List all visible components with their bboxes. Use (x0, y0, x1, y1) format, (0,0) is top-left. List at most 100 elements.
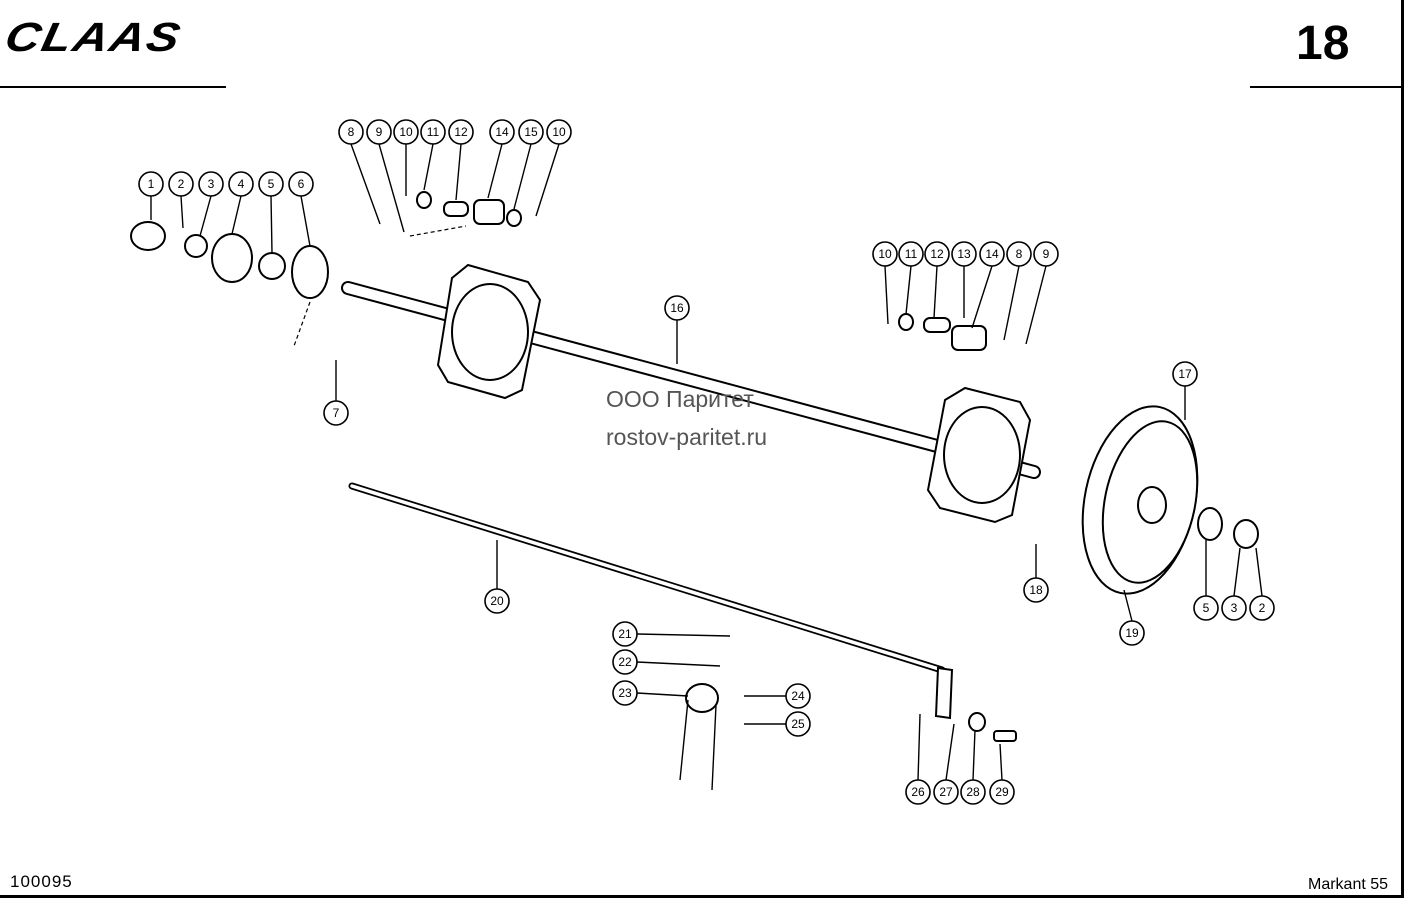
svg-text:7: 7 (333, 406, 340, 420)
callout: 29 (989, 779, 1015, 805)
callout: 23 (612, 680, 638, 706)
svg-text:14: 14 (985, 247, 999, 261)
flange-plate-left (436, 263, 542, 400)
svg-text:19: 19 (1125, 626, 1139, 640)
svg-text:27: 27 (939, 785, 953, 799)
header-rule-left (0, 86, 226, 88)
assembly-line (409, 225, 467, 237)
svg-text:8: 8 (348, 125, 355, 139)
callout: 2 (168, 171, 194, 197)
svg-text:2: 2 (1259, 601, 1266, 615)
callout: 18 (1023, 577, 1049, 603)
callout: 10 (393, 119, 419, 145)
svg-text:2: 2 (178, 177, 185, 191)
callout: 13 (951, 241, 977, 267)
svg-text:12: 12 (930, 247, 944, 261)
svg-text:12: 12 (454, 125, 468, 139)
callout: 3 (198, 171, 224, 197)
callout: 4 (228, 171, 254, 197)
svg-text:9: 9 (376, 125, 383, 139)
model-name: Markant 55 (1308, 876, 1389, 893)
callout: 5 (1193, 595, 1219, 621)
svg-text:26: 26 (911, 785, 925, 799)
flange-plate-right (926, 386, 1032, 524)
callout: 11 (420, 119, 446, 145)
svg-text:23: 23 (618, 686, 632, 700)
callout: 10 (546, 119, 572, 145)
svg-text:8: 8 (1016, 247, 1023, 261)
svg-text:28: 28 (966, 785, 980, 799)
svg-text:3: 3 (208, 177, 215, 191)
svg-text:13: 13 (957, 247, 971, 261)
svg-text:4: 4 (238, 177, 245, 191)
svg-text:22: 22 (618, 655, 632, 669)
svg-text:9: 9 (1043, 247, 1050, 261)
svg-text:5: 5 (1203, 601, 1210, 615)
svg-text:5: 5 (268, 177, 275, 191)
svg-text:10: 10 (878, 247, 892, 261)
svg-text:25: 25 (791, 717, 805, 731)
callout: 17 (1172, 361, 1198, 387)
bearing-parts-right (1197, 507, 1259, 549)
svg-text:6: 6 (298, 177, 305, 191)
callout: 3 (1221, 595, 1247, 621)
svg-text:11: 11 (427, 125, 440, 139)
callout: 15 (518, 119, 544, 145)
callout: 14 (489, 119, 515, 145)
callout: 9 (1033, 241, 1059, 267)
callout: 25 (785, 711, 811, 737)
svg-text:1: 1 (148, 177, 155, 191)
watermark-url: rostov-paritet.ru (606, 424, 768, 450)
watermark-company: ООО Паритет (606, 386, 754, 412)
callout: 8 (1006, 241, 1032, 267)
callout: 2 (1249, 595, 1275, 621)
svg-text:15: 15 (524, 125, 538, 139)
svg-text:18: 18 (1029, 583, 1043, 597)
bearing-parts-left (130, 221, 329, 299)
callout: 26 (905, 779, 931, 805)
callout: 14 (979, 241, 1005, 267)
callout: 24 (785, 683, 811, 709)
callout: 8 (338, 119, 364, 145)
cover-19 (1081, 405, 1199, 595)
assembly-line (293, 301, 311, 347)
callout: 27 (933, 779, 959, 805)
callout: 16 (664, 295, 690, 321)
callout: 7 (323, 400, 349, 426)
callout: 19 (1119, 620, 1145, 646)
lever-end (934, 666, 1017, 742)
svg-text:20: 20 (490, 594, 504, 608)
callout: 12 (924, 241, 950, 267)
spring-23 (679, 683, 719, 791)
svg-text:10: 10 (552, 125, 566, 139)
svg-text:24: 24 (791, 689, 805, 703)
callout: 22 (612, 649, 638, 675)
callout: 12 (448, 119, 474, 145)
page-number: 18 (1296, 17, 1350, 70)
callout: 11 (898, 241, 924, 267)
bar-20 (348, 482, 946, 674)
callout: 21 (612, 621, 638, 647)
document-id: 100095 (10, 872, 73, 891)
callout: 1 (138, 171, 164, 197)
svg-text:29: 29 (995, 785, 1009, 799)
svg-text:21: 21 (618, 627, 632, 641)
callout: 10 (872, 241, 898, 267)
callout: 9 (366, 119, 392, 145)
bearing-parts-top (416, 191, 522, 227)
svg-text:3: 3 (1231, 601, 1238, 615)
callout: 28 (960, 779, 986, 805)
callout: 20 (484, 588, 510, 614)
callout: 6 (288, 171, 314, 197)
leader-lines (150, 143, 1263, 781)
svg-text:17: 17 (1178, 367, 1192, 381)
header-rule-right (1250, 86, 1401, 88)
callout: 5 (258, 171, 284, 197)
svg-text:11: 11 (905, 247, 918, 261)
svg-text:10: 10 (399, 125, 413, 139)
svg-text:14: 14 (495, 125, 509, 139)
bearing-parts-middle (898, 313, 987, 351)
svg-text:16: 16 (670, 301, 684, 315)
